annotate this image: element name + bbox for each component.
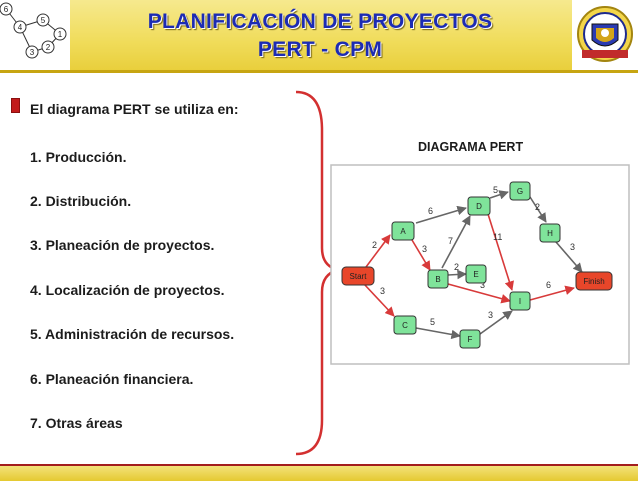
edge-label: 3 xyxy=(480,280,485,290)
svg-text:D: D xyxy=(476,202,482,211)
edge-label: 6 xyxy=(546,280,551,290)
edge-label: 2 xyxy=(535,202,540,212)
node-e: E xyxy=(465,264,487,284)
list-item: 1. Producción. xyxy=(30,149,127,165)
svg-text:F: F xyxy=(468,335,473,344)
node-g: G xyxy=(509,181,531,201)
network-diagram-icon: 6 4 5 1 3 2 xyxy=(0,0,70,70)
edge-label: 3 xyxy=(488,310,493,320)
node-b: B xyxy=(427,269,449,289)
list-item: 6. Planeación financiera. xyxy=(30,371,194,387)
svg-text:H: H xyxy=(547,229,553,238)
node-h: H xyxy=(539,223,561,243)
edge-label: 5 xyxy=(493,185,498,195)
node-i: I xyxy=(509,291,531,311)
node-c: C xyxy=(393,315,417,335)
logo-label: 3 xyxy=(30,48,35,57)
svg-text:E: E xyxy=(473,270,478,279)
edge-label: 6 xyxy=(428,206,433,216)
svg-text:Start: Start xyxy=(350,272,368,281)
logo-label: 4 xyxy=(18,23,23,32)
list-intro: El diagrama PERT se utiliza en: xyxy=(30,101,239,117)
list-item: 4. Localización de proyectos. xyxy=(30,282,225,298)
list-item: 5. Administración de recursos. xyxy=(30,326,235,342)
edge-label: 3 xyxy=(570,242,575,252)
header-divider xyxy=(0,70,638,73)
svg-text:A: A xyxy=(400,227,406,236)
svg-text:C: C xyxy=(402,321,408,330)
pert-diagram: 2 3 6 3 7 11 2 5 2 3 6 5 3 3 Start A B C xyxy=(330,164,630,365)
slide-title: PLANIFICACIÓN DE PROYECTOS xyxy=(147,10,493,33)
list-item: 3. Planeación de proyectos. xyxy=(30,237,215,253)
svg-text:G: G xyxy=(517,187,523,196)
logo-label: 1 xyxy=(58,30,63,39)
diagram-title: DIAGRAMA PERT xyxy=(418,140,524,154)
edge-label: 3 xyxy=(380,286,385,296)
edge-label: 11 xyxy=(493,232,502,242)
slide-header xyxy=(0,0,638,70)
edge-label: 2 xyxy=(454,262,459,272)
edge-label: 5 xyxy=(430,317,435,327)
list-item: 7. Otras áreas xyxy=(30,415,123,431)
svg-text:I: I xyxy=(519,297,521,306)
node-finish: Finish xyxy=(575,271,613,291)
node-start: Start xyxy=(341,266,375,286)
svg-text:B: B xyxy=(435,275,440,284)
list-item: 2. Distribución. xyxy=(30,193,132,209)
university-crest-icon xyxy=(572,0,638,70)
logo-label: 6 xyxy=(4,5,9,14)
edge-label: 3 xyxy=(422,244,427,254)
node-a: A xyxy=(391,221,415,241)
node-f: F xyxy=(459,329,481,349)
edge-label: 7 xyxy=(448,236,453,246)
logo-label: 5 xyxy=(41,16,46,25)
logo-label: 2 xyxy=(46,43,51,52)
slide-footer xyxy=(0,464,638,481)
bullet-icon xyxy=(11,98,20,113)
svg-text:Finish: Finish xyxy=(583,277,604,286)
slide-subtitle: PERT - CPM xyxy=(257,38,383,61)
edge-label: 2 xyxy=(372,240,377,250)
node-d: D xyxy=(467,196,491,216)
